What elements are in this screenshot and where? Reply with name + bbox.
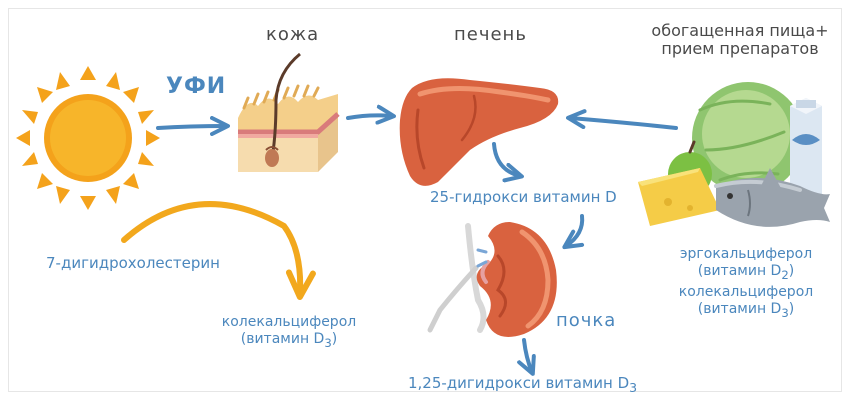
uv-label: УФИ: [166, 78, 226, 96]
liver-label: печень: [454, 26, 527, 44]
arrows: [124, 115, 676, 372]
cholecalciferol-right-name: колекальциферол: [666, 284, 826, 301]
vitamin-d2: (витамин D2): [666, 263, 826, 284]
arrow-25d-kidney: [566, 216, 582, 246]
arrow-kidney-125d: [524, 340, 532, 372]
vitamin-d3-left: (витамин D3): [214, 331, 364, 352]
skin-label: кожа: [266, 26, 319, 44]
cholecalciferol-left-name: колекальциферол: [214, 314, 364, 331]
arrow-orange: [124, 204, 300, 294]
sun-icon: [16, 66, 160, 210]
ergocalciferol-name: эргокальциферол: [666, 246, 826, 263]
skin-icon: [238, 54, 338, 172]
cholecalciferol-left-label: колекальциферол (витамин D3): [214, 314, 364, 352]
liver-icon: [400, 78, 558, 186]
food-label-line2: прием препаратов: [640, 40, 840, 58]
food-icon: [638, 82, 830, 227]
food-vitamins-label: эргокальциферол (витамин D2) колекальциф…: [666, 246, 826, 322]
food-label-line1: обогащенная пища+: [640, 22, 840, 40]
food-label: обогащенная пища+ прием препаратов: [640, 22, 840, 58]
kidney-label: почка: [556, 312, 616, 330]
vitamin-d3-right: (витамин D3): [666, 301, 826, 322]
arrow-food-liver: [570, 118, 676, 128]
dihydroxy-d3-label: 1,25-дигидрокси витамин D3: [408, 374, 637, 397]
hydroxy-d-label: 25-гидрокси витамин D: [430, 188, 617, 206]
dehydrocholesterol-label: 7-дигидрохолестерин: [46, 254, 220, 272]
arrow-liver-25d: [494, 144, 520, 176]
arrow-skin-liver: [348, 115, 392, 118]
arrow-uv-skin: [158, 126, 226, 128]
kidney-icon: [430, 222, 557, 337]
